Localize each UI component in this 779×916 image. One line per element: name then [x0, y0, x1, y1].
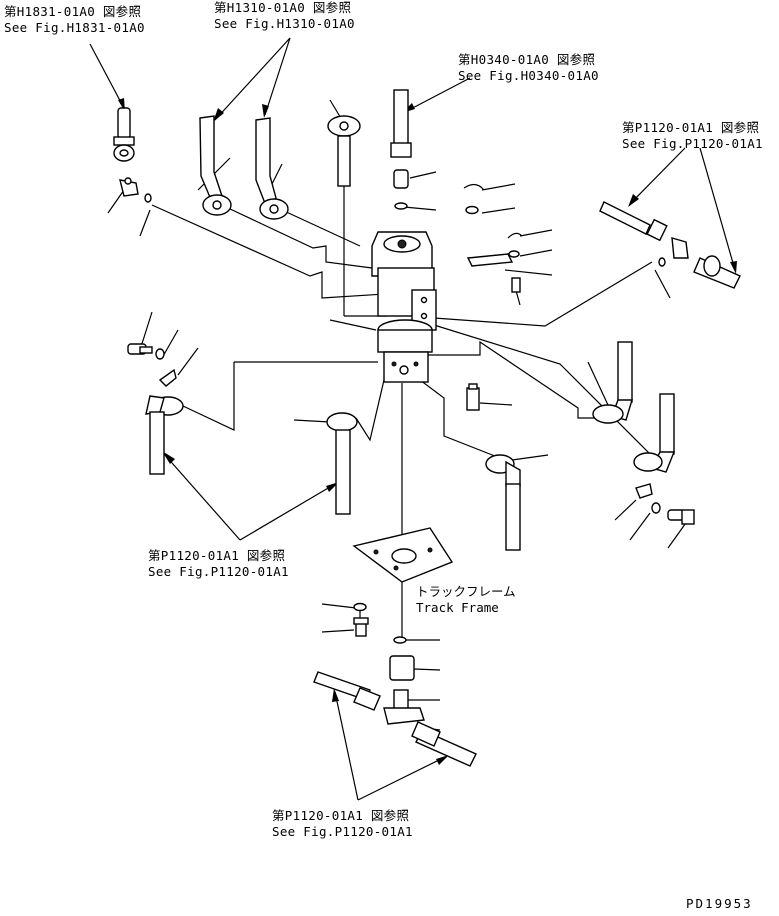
- elbow-fitting: [119, 177, 152, 203]
- hose-with-flange-right-b: [633, 393, 676, 473]
- swivel-joint: [371, 231, 437, 383]
- flange-hose-top: [327, 115, 361, 187]
- reference-text-en: See Fig.H0340-01A0: [458, 68, 599, 83]
- hose-h0340: [390, 89, 412, 210]
- hose-with-flange-lower-right: [485, 454, 521, 551]
- bracket-plate: [352, 527, 454, 583]
- reference-label-p1120-right: 第P1120-01A1 図参照 See Fig.P1120-01A1: [622, 120, 763, 152]
- hose-with-flange-right: [255, 117, 289, 220]
- track-frame-label-en: Track Frame: [416, 600, 499, 615]
- reference-text-en: See Fig.H1310-01A0: [214, 16, 355, 31]
- reference-text-en: See Fig.H1831-01A0: [4, 20, 145, 35]
- reference-text-ja: 第P1120-01A1 図参照: [622, 120, 760, 135]
- hose-with-flange-right-a: [592, 341, 633, 424]
- reference-text-ja: 第P1120-01A1 図参照: [148, 548, 286, 563]
- small-hardware-top: [463, 183, 523, 293]
- track-frame-label-ja: トラックフレーム: [416, 584, 516, 599]
- washer-and-bolt-lower: [353, 602, 407, 644]
- reference-label-p1120-bottom: 第P1120-01A1 図参照 See Fig.P1120-01A1: [272, 808, 413, 840]
- lower-hoses: [313, 671, 477, 767]
- hose-with-flange-lower-left: [145, 395, 184, 475]
- lower-fittings: [383, 655, 425, 725]
- reference-text-en: See Fig.P1120-01A1: [622, 136, 763, 151]
- bolt-center: [466, 383, 480, 411]
- hose-with-flange-left: [199, 115, 232, 216]
- reference-label-h1831: 第H1831-01A0 図参照 See Fig.H1831-01A0: [4, 4, 145, 36]
- bolt-and-washers-left: [127, 343, 177, 387]
- reference-arrows: [89, 37, 737, 801]
- bolt-and-washers-right: [635, 483, 695, 525]
- reference-label-p1120-left: 第P1120-01A1 図参照 See Fig.P1120-01A1: [148, 548, 289, 580]
- piping-routes: [151, 186, 659, 640]
- reference-text-en: See Fig.P1120-01A1: [148, 564, 289, 579]
- reference-text-ja: 第H0340-01A0 図参照: [458, 52, 596, 67]
- reference-text-ja: 第H1831-01A0 図参照: [4, 4, 142, 19]
- reference-text-en: See Fig.P1120-01A1: [272, 824, 413, 839]
- reference-label-h1310: 第H1310-01A0 図参照 See Fig.H1310-01A0: [214, 0, 355, 32]
- reference-text-ja: 第H1310-01A0 図参照: [214, 0, 352, 15]
- fitting-right: [599, 201, 741, 289]
- hose-with-flange-lower-center: [326, 412, 358, 515]
- reference-label-h0340: 第H0340-01A0 図参照 See Fig.H0340-01A0: [458, 52, 599, 84]
- drawing-number: PD19953: [686, 896, 753, 911]
- hose-fitting-h1831: [113, 107, 135, 162]
- reference-text-ja: 第P1120-01A1 図参照: [272, 808, 410, 823]
